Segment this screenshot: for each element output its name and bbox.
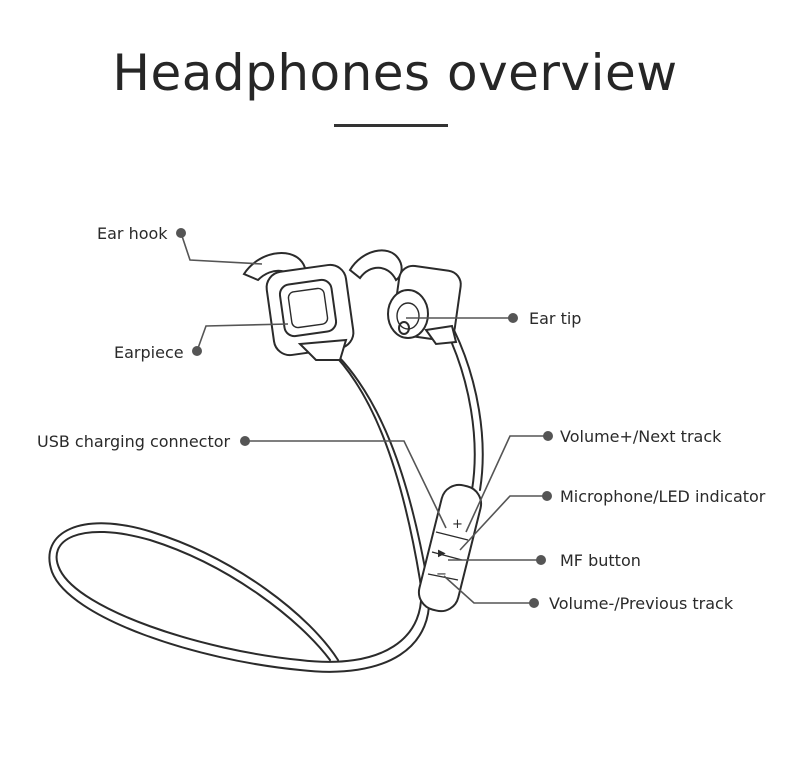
- label-earpiece: Earpiece: [114, 343, 184, 362]
- inline-remote: + ▶ −: [417, 483, 483, 613]
- callout-ear-tip: Ear tip: [406, 309, 581, 328]
- left-earpiece: [242, 252, 355, 361]
- callout-ear-hook: Ear hook: [97, 224, 263, 265]
- callout-volume-minus: Volume-/Previous track: [443, 575, 734, 613]
- callout-volume-plus: Volume+/Next track: [465, 427, 722, 533]
- label-volume-plus: Volume+/Next track: [560, 427, 722, 446]
- label-mf-button: MF button: [560, 551, 641, 570]
- plus-symbol: +: [452, 517, 463, 532]
- play-symbol: ▶: [438, 548, 446, 559]
- callout-earpiece: Earpiece: [114, 323, 289, 362]
- label-microphone-led: Microphone/LED indicator: [560, 487, 766, 506]
- label-ear-tip: Ear tip: [529, 309, 581, 328]
- title-underline: [334, 124, 448, 127]
- right-earpiece: [348, 249, 462, 346]
- minus-symbol: −: [436, 567, 447, 582]
- callout-usb-charging-connector: USB charging connector: [37, 432, 447, 529]
- label-volume-minus: Volume-/Previous track: [549, 594, 734, 613]
- neckband-cable: [48, 329, 484, 673]
- label-usb-charging-connector: USB charging connector: [37, 432, 231, 451]
- callout-mf-button: MF button: [448, 551, 641, 570]
- callout-microphone-led: Microphone/LED indicator: [459, 487, 766, 551]
- page-title: Headphones overview: [112, 44, 678, 102]
- label-ear-hook: Ear hook: [97, 224, 168, 243]
